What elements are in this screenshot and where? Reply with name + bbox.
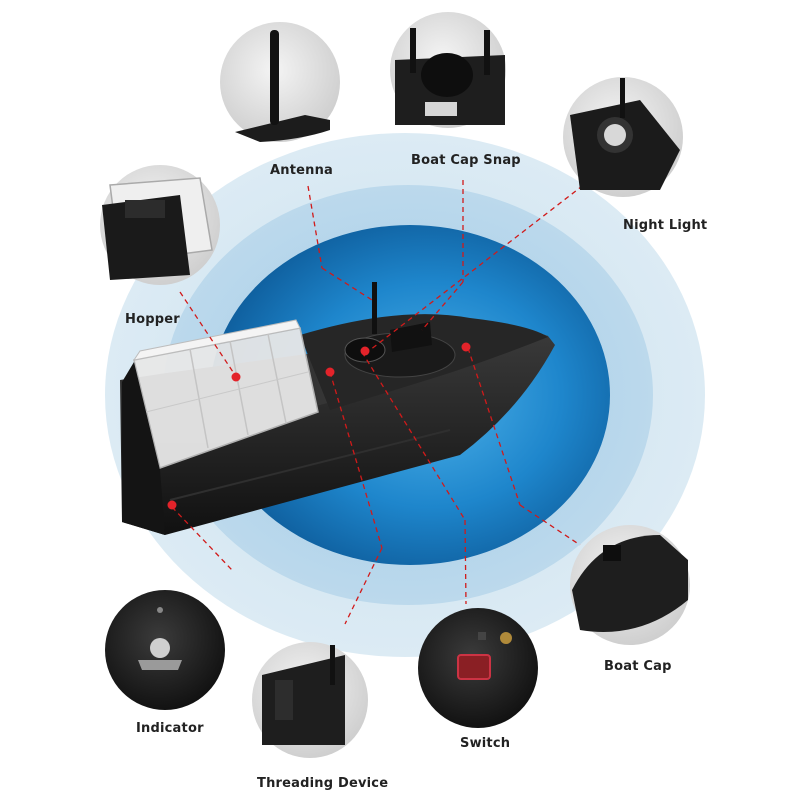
antenna-closeup-icon	[220, 22, 340, 142]
label-switch: Switch	[460, 736, 511, 751]
leader-antenna-2	[321, 267, 373, 301]
hopper-closeup-icon	[100, 165, 220, 285]
dot-hopper	[231, 372, 241, 382]
leader-boatcap	[467, 347, 521, 506]
leader-indicator	[171, 506, 233, 571]
label-antenna: Antenna	[270, 163, 334, 178]
dot-boatcap	[461, 342, 471, 352]
switch-closeup-icon	[418, 608, 538, 728]
label-night-light: Night Light	[623, 218, 708, 233]
dot-threading	[325, 367, 335, 377]
label-hopper: Hopper	[125, 312, 180, 327]
threading-device-closeup-icon	[252, 642, 368, 758]
leader-threading	[329, 371, 383, 549]
label-boat-cap-snap: Boat Cap Snap	[411, 153, 521, 168]
leader-switch	[361, 351, 466, 521]
antenna-rod	[372, 282, 377, 334]
night-light-closeup-icon	[563, 77, 683, 197]
leader-hopper	[179, 291, 236, 376]
boat-cap-closeup-icon	[570, 525, 690, 645]
label-boat-cap: Boat Cap	[604, 659, 672, 674]
leader-lines	[171, 179, 591, 625]
leader-boatcap-2	[519, 504, 581, 546]
indicator-closeup-icon	[105, 590, 225, 710]
cap-snap-closeup-icon	[390, 12, 506, 128]
dot-indicator	[167, 500, 177, 510]
leader-antenna	[307, 185, 323, 269]
leader-capsnap-2	[421, 281, 464, 331]
label-threading-device: Threading Device	[257, 776, 389, 791]
label-indicator: Indicator	[136, 721, 204, 736]
callout-dots	[167, 342, 471, 510]
leader-nightlight	[369, 179, 591, 351]
dot-nightlight	[360, 346, 370, 356]
bait-boat	[120, 282, 555, 535]
